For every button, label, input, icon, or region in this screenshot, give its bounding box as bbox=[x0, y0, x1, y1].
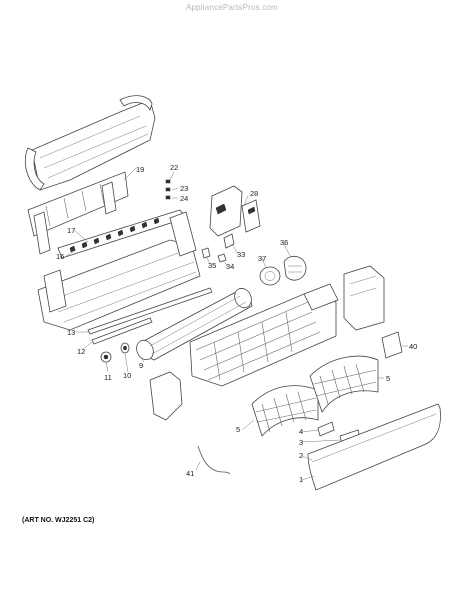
callout-9: 9 bbox=[139, 361, 143, 370]
air-filter-left-part bbox=[251, 385, 319, 437]
callout-12: 12 bbox=[77, 347, 85, 356]
bushing-center-part bbox=[103, 354, 109, 360]
callout-2: 2 bbox=[299, 451, 303, 460]
leader-lines bbox=[65, 167, 408, 481]
callout-13: 13 bbox=[67, 328, 75, 337]
right-side-panel-part bbox=[343, 265, 385, 331]
drain-rod-part bbox=[87, 287, 213, 345]
wire-harness-part bbox=[197, 445, 231, 475]
top-cover-part bbox=[24, 95, 156, 191]
callout-23: 23 bbox=[180, 184, 188, 193]
callout-28: 28 bbox=[250, 189, 258, 198]
callout-17: 17 bbox=[67, 226, 75, 235]
callout-36: 36 bbox=[280, 238, 288, 247]
control-box-part bbox=[209, 185, 261, 237]
callout-35: 35 bbox=[208, 261, 216, 270]
evaporator-coil-part bbox=[189, 283, 339, 387]
filter-frame-part bbox=[27, 171, 129, 255]
callout-5-left: 5 bbox=[236, 425, 240, 434]
front-panel-part bbox=[307, 403, 441, 491]
callout-4: 4 bbox=[299, 427, 303, 436]
display-board-part bbox=[317, 421, 335, 437]
callout-3: 3 bbox=[299, 438, 303, 447]
fan-motor-part bbox=[259, 255, 307, 286]
callout-10: 10 bbox=[123, 371, 131, 380]
callout-19: 19 bbox=[136, 165, 144, 174]
chassis-part bbox=[37, 211, 201, 331]
bearing-center-part bbox=[123, 345, 127, 351]
callout-1: 1 bbox=[299, 475, 303, 484]
small-hardware-parts bbox=[165, 179, 171, 200]
callout-33: 33 bbox=[237, 250, 245, 259]
watermark: AppliancePartsPros.com bbox=[186, 3, 278, 12]
callout-16: 16 bbox=[56, 252, 64, 261]
callout-5-right: 5 bbox=[386, 374, 390, 383]
blower-wheel-part bbox=[136, 287, 253, 361]
callout-22: 22 bbox=[170, 163, 178, 172]
air-filter-right-part bbox=[309, 355, 379, 413]
left-end-cover-part bbox=[149, 371, 183, 421]
callout-37: 37 bbox=[258, 254, 266, 263]
callout-34: 34 bbox=[226, 262, 234, 271]
art-number: (ART NO. WJ2251 C2) bbox=[22, 517, 95, 524]
bracket-part bbox=[381, 331, 403, 359]
callout-11: 11 bbox=[104, 373, 112, 382]
callout-41: 41 bbox=[186, 469, 194, 478]
connector-parts bbox=[201, 233, 235, 263]
callout-40: 40 bbox=[409, 342, 417, 351]
callout-24: 24 bbox=[180, 194, 188, 203]
